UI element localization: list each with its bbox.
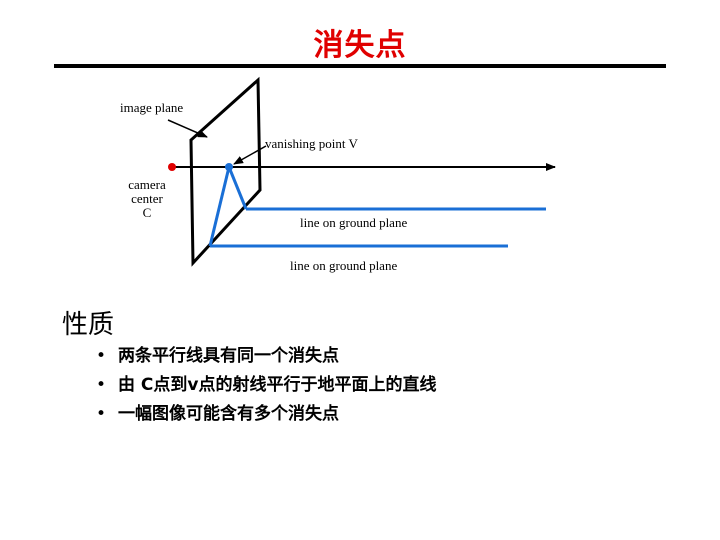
list-item: • 由 C点到v点的射线平行于地平面上的直线 (96, 373, 436, 402)
vanishing-point-arrow (233, 145, 267, 165)
list-item-text: 一幅图像可能含有多个消失点 (118, 404, 339, 424)
title-underline (54, 64, 666, 68)
projected-line-lower (208, 166, 231, 247)
camera-center-label-line3: C (142, 205, 152, 220)
image-plane-label: image plane (120, 100, 184, 115)
list-item: • 两条平行线具有同一个消失点 (96, 344, 436, 373)
image-plane-arrow (167, 119, 208, 138)
camera-center-point (168, 163, 176, 171)
camera-center-label-line2: center (131, 191, 163, 206)
bullet-icon: • (96, 346, 107, 366)
property-list: • 两条平行线具有同一个消失点 • 由 C点到v点的射线平行于地平面上的直线 • 一幅… (96, 344, 436, 431)
vanishing-point-dot (225, 163, 233, 171)
list-item-text: 两条平行线具有同一个消失点 (118, 346, 339, 366)
ground-line-upper-label: line on ground plane (300, 215, 408, 230)
bullet-icon: • (96, 404, 107, 424)
ground-line-lower-label: line on ground plane (290, 258, 398, 273)
projected-line-upper (227, 166, 248, 210)
list-item-text: 由 C点到v点的射线平行于地平面上的直线 (118, 375, 437, 395)
bullet-icon: • (96, 375, 107, 395)
camera-center-label: camera center C (112, 178, 182, 220)
slide-title: 消失点 (313, 28, 407, 63)
section-heading: 性质 (62, 310, 115, 340)
list-item: • 一幅图像可能含有多个消失点 (96, 402, 436, 431)
image-plane (189, 76, 262, 267)
camera-center-label-line1: camera (128, 177, 166, 192)
vanishing-point-label: vanishing point V (265, 136, 358, 151)
